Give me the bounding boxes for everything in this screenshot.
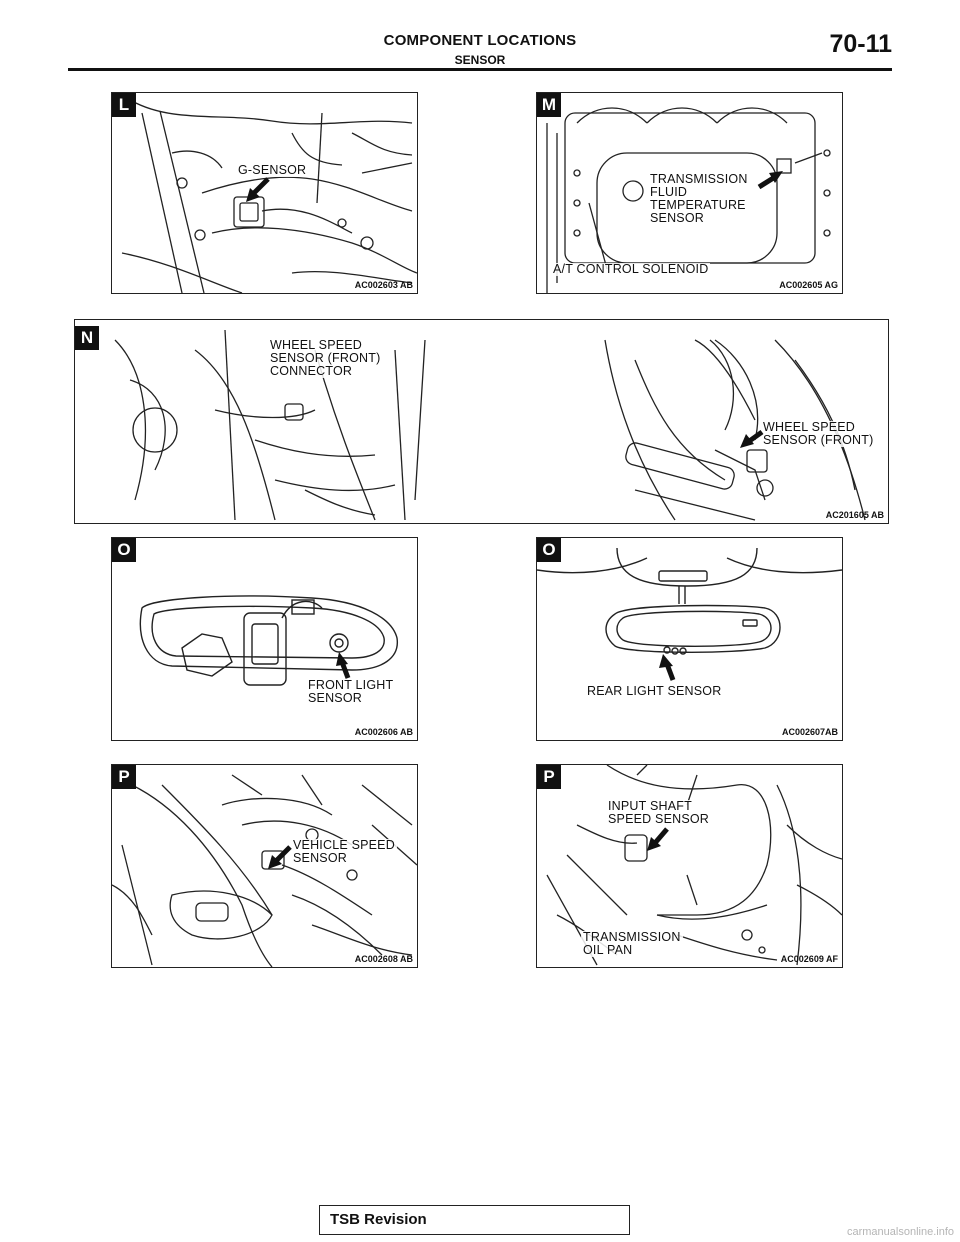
input-shaft-sensor-arrow-icon <box>647 827 669 851</box>
panel-p-input-shaft-sensor: P INPUT SHAFT SPEED SENSOR TRANSMISSION … <box>536 764 843 968</box>
panel-m-fluid-temp-sensor: M TRANSMISSION FLUID TEMPERATURE SENSOR … <box>536 92 843 294</box>
header-rule <box>68 68 892 71</box>
panel-o-front-light-sensor: O FRONT LIGHT SENSOR AC002606 AB <box>111 537 418 741</box>
panel-p-code: AC002609 AF <box>780 954 838 964</box>
front-light-sensor-illustration <box>139 595 398 686</box>
tsb-revision-label: TSB Revision <box>330 1211 427 1228</box>
panel-p-code: AC002608 AB <box>354 954 413 964</box>
panel-p-vehicle-speed-sensor: P VEHICLE SPEED SENSOR AC002608 AB <box>111 764 418 968</box>
panel-o-letter: O <box>112 538 136 562</box>
panel-o-code: AC002606 AB <box>354 727 413 737</box>
rear-light-sensor-illustration <box>537 547 842 655</box>
panel-p-letter: P <box>112 765 136 789</box>
panel-l-letter: L <box>112 93 136 117</box>
vehicle-speed-sensor-illustration <box>112 774 417 967</box>
rear-light-sensor-arrow-icon <box>659 654 676 681</box>
panel-l-g-sensor: L G-SENSOR AC002603 AB <box>111 92 418 294</box>
panel-o-code: AC002607AB <box>781 727 838 737</box>
wheel-speed-sensor-label: WHEEL SPEED SENSOR (FRONT) <box>761 420 876 447</box>
panel-m-letter: M <box>537 93 561 117</box>
g-sensor-arrow-icon <box>246 177 270 202</box>
g-sensor-illustration <box>121 100 417 293</box>
transmission-oil-pan-label: TRANSMISSION OIL PAN <box>581 930 683 957</box>
front-light-sensor-arrow-icon <box>336 652 351 679</box>
fluid-temp-sensor-label: TRANSMISSION FLUID TEMPERATURE SENSOR <box>648 172 750 225</box>
vehicle-speed-sensor-label: VEHICLE SPEED SENSOR <box>291 838 397 865</box>
panel-n-wheel-speed-sensor: N WHEEL SPEED SENSOR (FRONT) CONNECTOR W… <box>74 319 889 524</box>
panel-l-code: AC002603 AB <box>354 280 413 290</box>
panel-o-rear-light-sensor: O REAR LIGHT SENSOR AC002607AB <box>536 537 843 741</box>
input-shaft-sensor-label: INPUT SHAFT SPEED SENSOR <box>606 799 712 826</box>
panel-o-letter: O <box>537 538 561 562</box>
g-sensor-label: G-SENSOR <box>236 163 309 177</box>
page-number: 70-11 <box>829 30 892 58</box>
front-light-sensor-label: FRONT LIGHT SENSOR <box>306 678 396 705</box>
at-control-solenoid-label: A/T CONTROL SOLENOID <box>551 262 711 276</box>
vehicle-speed-sensor-arrow-icon <box>268 845 292 869</box>
footer-revision-box: TSB Revision <box>319 1205 630 1235</box>
panel-p-letter: P <box>537 765 561 789</box>
wheel-speed-sensor-arrow-icon <box>740 429 764 448</box>
section-title: COMPONENT LOCATIONS <box>383 32 577 49</box>
fluid-temp-sensor-arrow-icon <box>757 171 783 190</box>
panel-n-code: AC201605 AB <box>825 510 884 520</box>
panel-n-letter: N <box>75 326 99 350</box>
rear-light-sensor-label: REAR LIGHT SENSOR <box>585 684 724 698</box>
section-subtitle: SENSOR <box>454 53 506 67</box>
panel-m-code: AC002605 AG <box>779 280 838 290</box>
wheel-speed-connector-label: WHEEL SPEED SENSOR (FRONT) CONNECTOR <box>268 338 383 378</box>
watermark: carmanualsonline.info <box>846 1226 954 1238</box>
